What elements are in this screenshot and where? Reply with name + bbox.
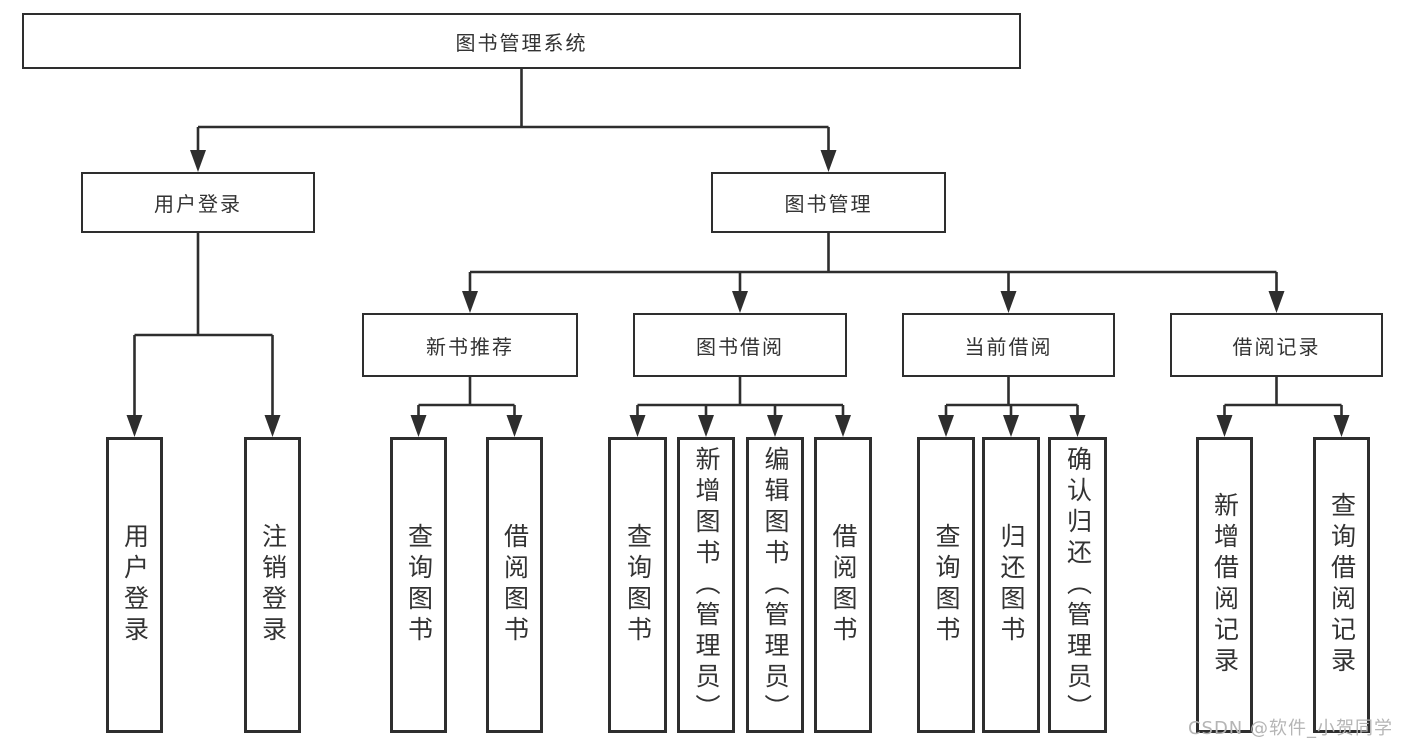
connector-borrow-records-children	[1216, 377, 1350, 437]
leaf-label: 借阅图书	[500, 523, 530, 647]
leaf-label: 新增借阅记录	[1210, 492, 1240, 678]
node-current-borrowing: 当前借阅	[902, 313, 1115, 377]
leaf-recommend-query-book: 查询图书	[390, 437, 447, 733]
connector-book-borrowing-children	[629, 377, 851, 437]
node-user-login: 用户登录	[81, 172, 315, 233]
node-library-management-system: 图书管理系统	[22, 13, 1021, 69]
leaf-label: 注销登录	[258, 523, 288, 647]
leaf-label: 查询图书	[404, 523, 434, 647]
leaf-label: 编辑图书（管理员）	[761, 445, 790, 725]
connector-user-login-children	[126, 233, 281, 437]
leaf-logout-login: 注销登录	[244, 437, 301, 733]
leaf-recommend-borrow-book: 借阅图书	[486, 437, 543, 733]
connector-root-to-level2	[190, 69, 837, 172]
leaf-add-borrow-record: 新增借阅记录	[1196, 437, 1253, 733]
connector-new-book-recommend-children	[410, 377, 523, 437]
leaf-label: 新增图书（管理员）	[692, 445, 721, 725]
node-new-book-recommend: 新书推荐	[362, 313, 578, 377]
leaf-label: 查询借阅记录	[1327, 492, 1357, 678]
leaf-borrowing-borrow-book: 借阅图书	[814, 437, 872, 733]
node-book-management: 图书管理	[711, 172, 946, 233]
leaf-edit-book-admin: 编辑图书（管理员）	[746, 437, 804, 733]
leaf-confirm-return-admin: 确认归还（管理员）	[1048, 437, 1107, 733]
leaf-return-book: 归还图书	[982, 437, 1040, 733]
connector-current-borrowing-children	[938, 377, 1086, 437]
node-book-borrowing: 图书借阅	[633, 313, 847, 377]
leaf-borrowing-query-book: 查询图书	[608, 437, 667, 733]
leaf-label: 借阅图书	[829, 523, 858, 647]
leaf-current-query-book: 查询图书	[917, 437, 975, 733]
leaf-add-book-admin: 新增图书（管理员）	[677, 437, 735, 733]
leaf-label: 确认归还（管理员）	[1063, 445, 1093, 725]
leaf-label: 用户登录	[120, 523, 150, 647]
csdn-watermark: CSDN @软件_小贺同学	[1187, 718, 1393, 739]
leaf-query-borrow-record: 查询借阅记录	[1313, 437, 1370, 733]
leaf-label: 归还图书	[997, 523, 1026, 647]
leaf-user-login: 用户登录	[106, 437, 163, 733]
node-borrow-records: 借阅记录	[1170, 313, 1383, 377]
leaf-label: 查询图书	[623, 523, 653, 647]
connector-book-management-children	[462, 233, 1285, 313]
leaf-label: 查询图书	[932, 523, 961, 647]
